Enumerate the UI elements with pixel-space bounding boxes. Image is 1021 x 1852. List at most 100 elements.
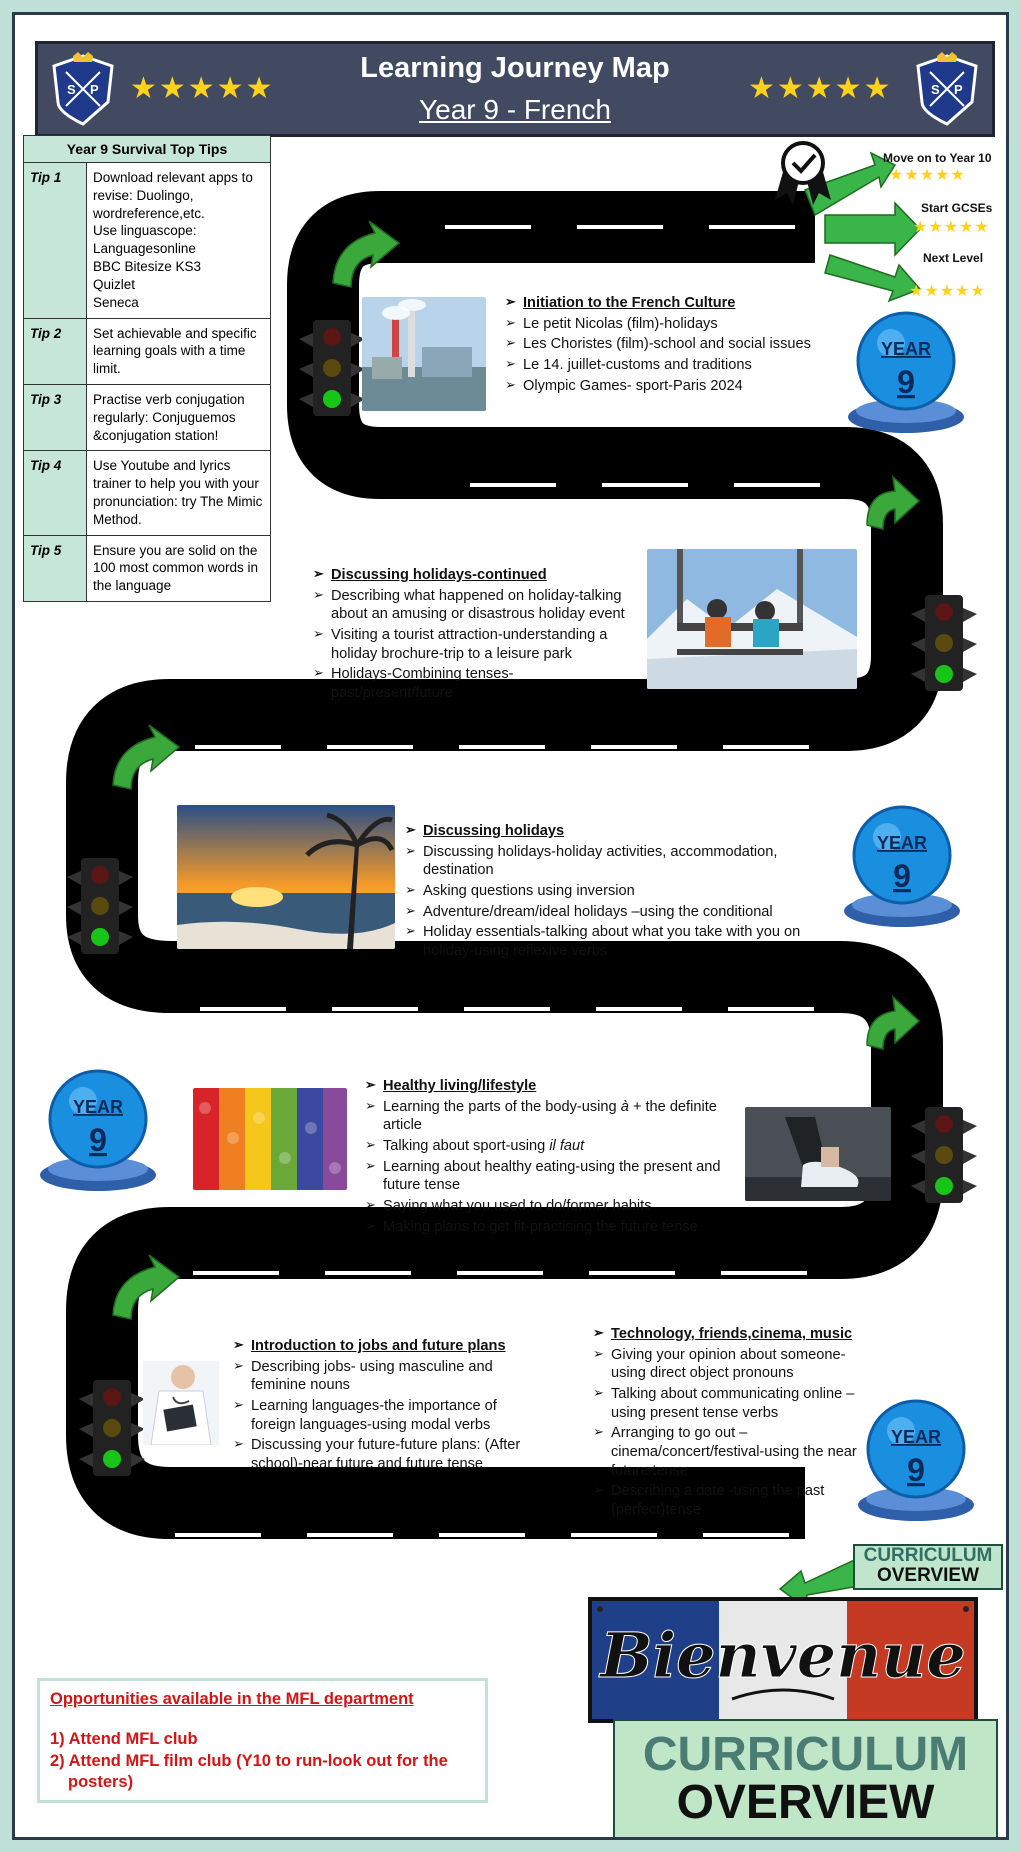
overview-word: OVERVIEW: [676, 1776, 935, 1829]
curriculum-overview-large: CURRICULUM OVERVIEW: [613, 1719, 998, 1837]
table-row: Tip 2 Set achievable and specific learni…: [23, 317, 271, 385]
year-9-badge: YEAR 9: [858, 1399, 974, 1521]
item-emphasis: il faut: [549, 1138, 585, 1155]
french-flag-sign: Bienvenue: [592, 1601, 974, 1719]
badge-word: YEAR: [891, 1427, 941, 1447]
badge-word: YEAR: [73, 1097, 123, 1117]
block-heading: Introduction to jobs and future plans: [233, 1337, 543, 1356]
overview-word: OVERVIEW: [876, 1565, 980, 1586]
list-item: Le 14. juillet-customs and traditions: [505, 356, 865, 375]
tip-label: Tip 4: [23, 450, 87, 536]
sunset-beach-photo: [177, 805, 395, 949]
block-french-culture: Initiation to the French Culture Le peti…: [505, 294, 865, 397]
badge-number: 9: [907, 1452, 925, 1488]
item-text: + the definite article: [383, 1098, 717, 1134]
table-row: Tip 3 Practise verb conjugation regularl…: [23, 383, 271, 452]
bienvenue-text: Bienvenue: [598, 1619, 966, 1692]
curriculum-word: CURRICULUM: [863, 1545, 993, 1566]
opportunity-item: 1) Attend MFL club: [50, 1729, 198, 1748]
badge-word: YEAR: [881, 339, 931, 359]
header-banner: S P ★★★★★ Learning Journey Map Year 9 - …: [35, 41, 995, 137]
turn-arrow-icon: [112, 724, 181, 790]
tips-heading: Year 9 Survival Top Tips: [23, 135, 271, 163]
opportunities-title: Opportunities available in the MFL depar…: [50, 1690, 414, 1708]
table-row: Tip 4 Use Youtube and lyrics trainer to …: [23, 450, 271, 536]
year-9-badge: YEAR 9: [844, 805, 960, 927]
list-item: Giving your opinion about someone- using…: [593, 1346, 878, 1383]
crest-letter: S: [67, 82, 76, 97]
curriculum-word: CURRICULUM: [642, 1728, 969, 1781]
exit-label-year10: Move on to Year 10: [883, 151, 992, 165]
tip-line: BBC Bitesize KS3: [93, 259, 202, 275]
power-plant-photo: [362, 297, 486, 411]
crest-letter: P: [954, 82, 963, 97]
list-item: Describing what happened on holiday-talk…: [313, 587, 633, 624]
block-heading: Initiation to the French Culture: [505, 294, 865, 313]
block-holidays-continued: Discussing holidays-continued Describing…: [313, 566, 633, 705]
tip-label: Tip 2: [23, 317, 87, 385]
tip-text: Set achievable and specific learning goa…: [86, 317, 271, 385]
list-item: Saying what you used to do/former habits: [365, 1197, 737, 1216]
item-text: Talking about sport-using: [383, 1138, 550, 1155]
header-stars-right: ★★★★★: [748, 72, 893, 105]
exit-stars: ★★★★★: [889, 167, 966, 184]
block-technology: Technology, friends,cinema, music Giving…: [593, 1325, 878, 1522]
exit-arrow-icon: [824, 254, 922, 303]
opportunity-item: 2) Attend MFL film club (Y10 to run-look…: [50, 1751, 448, 1792]
learning-journey-page: S P ★★★★★ Learning Journey Map Year 9 - …: [12, 12, 1009, 1840]
block-heading: Technology, friends,cinema, music: [593, 1325, 878, 1344]
tip-text: Practise verb conjugation regularly: Con…: [86, 383, 271, 452]
list-item: Holiday essentials-talking about what yo…: [405, 923, 815, 960]
exit-stars: ★★★★★: [909, 283, 986, 300]
list-item: Making plans to get fit-practising the f…: [365, 1218, 737, 1237]
list-item: Describing a date -using the past (perfe…: [593, 1482, 878, 1519]
list-item: Asking questions using inversion: [405, 882, 815, 901]
tip-line: Languagesonline: [93, 241, 196, 257]
table-row: Tip 5 Ensure you are solid on the 100 mo…: [23, 534, 271, 603]
list-item: Holidays-Combining tenses-past/present/f…: [313, 665, 633, 702]
list-item: Le petit Nicolas (film)-holidays: [505, 315, 865, 334]
exit-stars: ★★★★★: [913, 219, 990, 236]
turn-arrow-icon: [866, 475, 921, 530]
tip-text: Download relevant apps to revise: Duolin…: [86, 162, 271, 319]
exit-arrow-icon: [804, 151, 897, 217]
block-heading: Discussing holidays: [405, 822, 815, 841]
ski-lift-photo: [647, 549, 857, 689]
block-holidays: Discussing holidays Discussing holidays-…: [405, 822, 815, 963]
traffic-light-icon: [67, 858, 133, 954]
opportunities-box: Opportunities available in the MFL depar…: [37, 1678, 488, 1803]
bienvenue-sign: Bienvenue: [588, 1597, 978, 1723]
school-crest-right-icon: S P: [916, 52, 978, 126]
doctor-tablet-photo: [143, 1361, 219, 1445]
list-item: Adventure/dream/ideal holidays –using th…: [405, 903, 815, 922]
page-title: Learning Journey Map: [360, 52, 670, 84]
exit-arrow-icon: [824, 201, 922, 257]
list-item: Arranging to go out – cinema/concert/fes…: [593, 1424, 878, 1480]
exit-label-gcse: Start GCSEs: [921, 201, 993, 215]
header-stars-left: ★★★★★: [130, 72, 275, 105]
tip-line: Use linguascope:: [93, 223, 197, 239]
block-heading: Discussing holidays-continued: [313, 566, 633, 585]
item-text: Learning the parts of the body-using: [383, 1098, 621, 1115]
badge-word: YEAR: [877, 833, 927, 853]
tip-label: Tip 1: [23, 162, 87, 319]
item-emphasis: à: [620, 1098, 629, 1115]
list-item: Talking about sport-using il faut: [365, 1137, 737, 1156]
exit-label-next: Next Level: [923, 251, 984, 265]
list-item: Learning languages-the importance of for…: [233, 1397, 543, 1434]
list-item: Talking about communicating online – usi…: [593, 1385, 878, 1422]
turn-arrow-icon: [332, 220, 401, 288]
block-healthy-living: Healthy living/lifestyle Learning the pa…: [365, 1077, 737, 1238]
list-item: Learning the parts of the body-using à +…: [365, 1098, 737, 1135]
road-map: [66, 141, 977, 1609]
traffic-light-icon: [79, 1380, 145, 1476]
block-heading: Healthy living/lifestyle: [365, 1077, 737, 1096]
traffic-light-icon: [299, 320, 365, 416]
award-badge-icon: [775, 141, 831, 205]
curriculum-overview-small: CURRICULUM OVERVIEW: [853, 1544, 1003, 1590]
badge-number: 9: [89, 1122, 107, 1158]
fruit-rainbow-photo: [193, 1088, 347, 1190]
list-item: Les Choristes (film)-school and social i…: [505, 335, 865, 354]
list-item: Olympic Games- sport-Paris 2024: [505, 377, 865, 396]
year-9-badge: YEAR 9: [40, 1069, 156, 1191]
